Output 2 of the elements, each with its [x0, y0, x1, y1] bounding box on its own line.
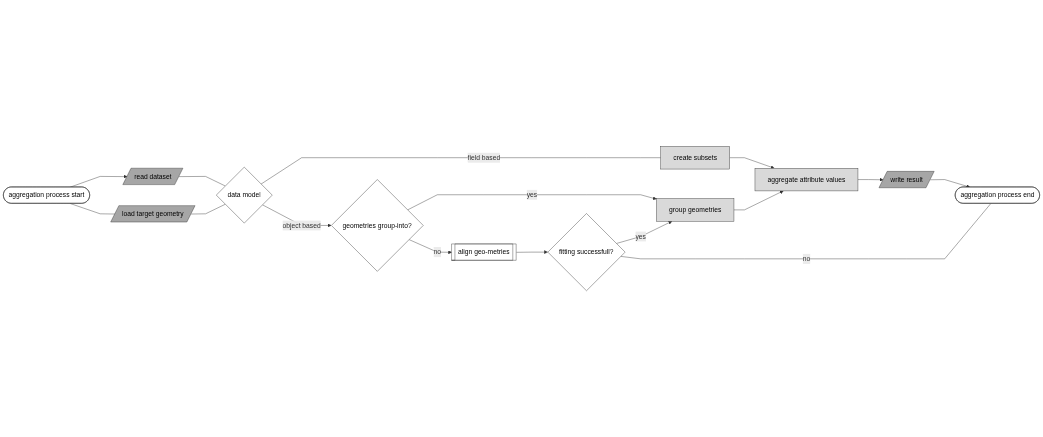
- connector: [70, 203, 116, 215]
- connector: [620, 203, 992, 259]
